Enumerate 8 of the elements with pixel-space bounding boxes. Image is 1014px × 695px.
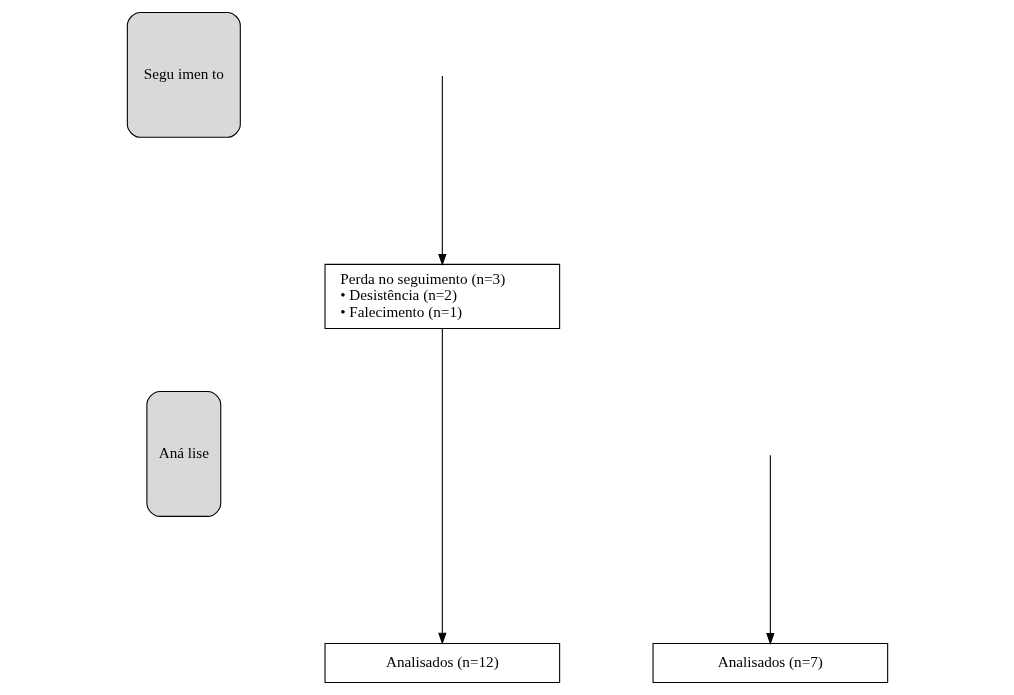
- arrow: [437, 328, 446, 645]
- node-box: Analisados (n=7): [652, 642, 888, 684]
- node-box: Aná lise: [145, 390, 221, 517]
- node-box: Perda no seguimento (n=3) • Desistência (n=2) • Falecimento (n=1): [324, 263, 560, 330]
- node-box: Segu imen to: [126, 11, 241, 138]
- node-box: Analisados (n=12): [324, 642, 560, 684]
- arrow: [437, 75, 446, 266]
- arrow: [765, 454, 775, 646]
